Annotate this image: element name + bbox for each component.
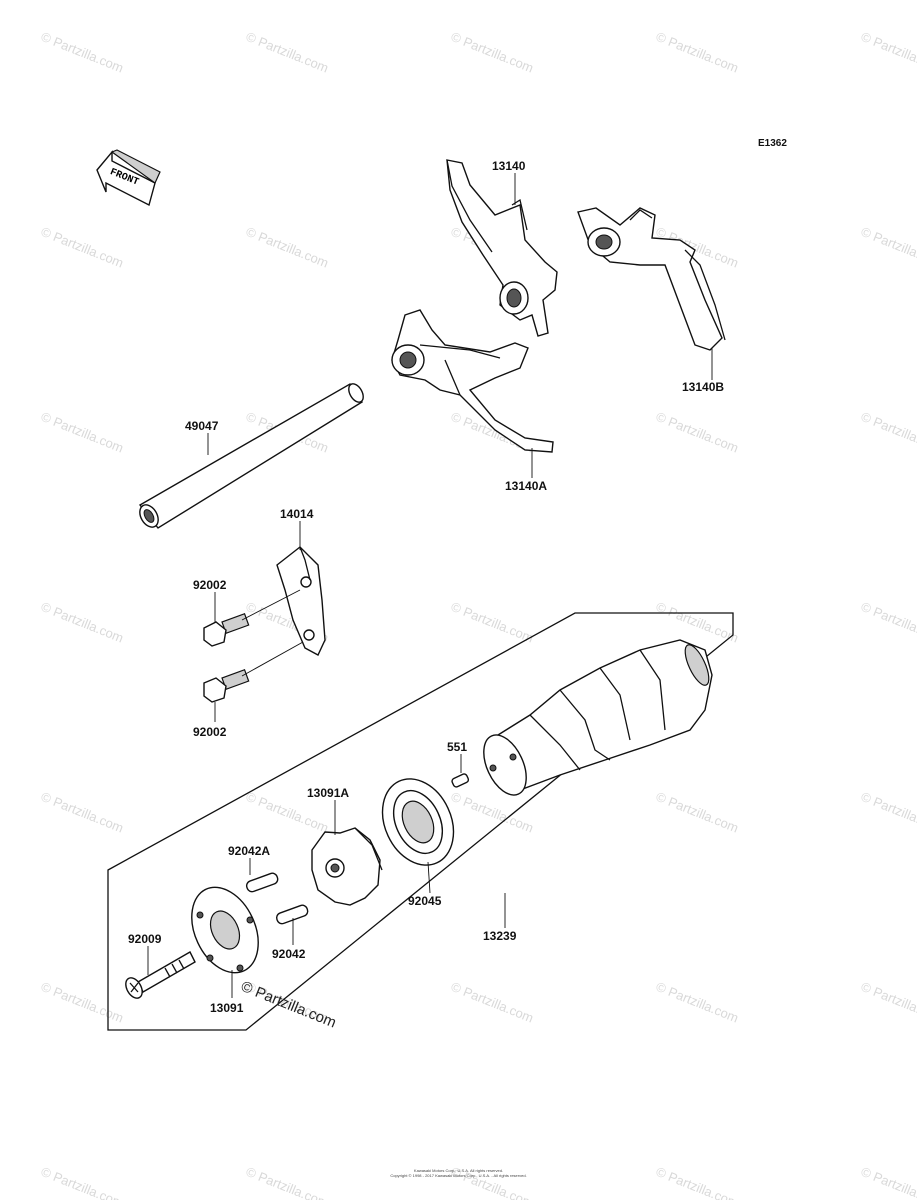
watermark-text: © Partzilla.com bbox=[244, 224, 331, 271]
watermark-text: © Partzilla.com bbox=[39, 224, 126, 271]
label-13091A[interactable]: 13091A bbox=[307, 786, 349, 800]
watermark-text: © Partzilla.com bbox=[859, 599, 917, 646]
label-13140B[interactable]: 13140B bbox=[682, 380, 724, 394]
shift-fork-13140[interactable] bbox=[446, 159, 558, 337]
plate-13091[interactable] bbox=[179, 877, 271, 984]
watermark-text: © Partzilla.com bbox=[654, 789, 741, 836]
pin-92042A[interactable] bbox=[245, 872, 279, 893]
label-92042A[interactable]: 92042A bbox=[228, 844, 270, 858]
fork-shaft-49047[interactable] bbox=[136, 381, 366, 530]
label-92045[interactable]: 92045 bbox=[408, 894, 442, 908]
bearing-92045[interactable] bbox=[369, 767, 467, 876]
watermark-text: © Partzilla.com bbox=[39, 409, 126, 456]
label-551[interactable]: 551 bbox=[447, 740, 467, 754]
bolt-92002-top[interactable] bbox=[203, 613, 250, 647]
watermark-text: © Partzilla.com bbox=[244, 29, 331, 76]
label-14014[interactable]: 14014 bbox=[280, 507, 314, 521]
shift-fork-13140A[interactable] bbox=[391, 309, 554, 453]
watermark-text: © Partzilla.com bbox=[449, 789, 536, 836]
watermark-text: © Partzilla.com bbox=[654, 29, 741, 76]
leader-lines bbox=[147, 173, 713, 998]
copyright-footer: Kawasaki Motors Corp., U.S.A. All rights… bbox=[0, 1168, 917, 1178]
bolt-92002-bottom[interactable] bbox=[203, 669, 250, 703]
watermark-text: © Partzilla.com bbox=[859, 409, 917, 456]
watermark-text: © Partzilla.com bbox=[859, 979, 917, 1026]
label-92002-bottom[interactable]: 92002 bbox=[193, 725, 227, 739]
label-13140A[interactable]: 13140A bbox=[505, 479, 547, 493]
front-direction-arrow: FRONT bbox=[96, 149, 161, 207]
label-49047[interactable]: 49047 bbox=[185, 419, 219, 433]
watermark-text: © Partzilla.com bbox=[859, 789, 917, 836]
diagram-ref-code: E1362 bbox=[758, 138, 787, 149]
shift-drum-plate-14014[interactable] bbox=[276, 546, 326, 656]
watermark-text: © Partzilla.com bbox=[39, 29, 126, 76]
shift-fork-13140B[interactable] bbox=[577, 207, 726, 351]
copyright-line-1: Kawasaki Motors Corp., U.S.A. All rights… bbox=[413, 1168, 504, 1173]
watermark-text: © Partzilla.com bbox=[654, 979, 741, 1026]
copyright-line-2: Copyright © 1998 - 2017 Kawasaki Motors … bbox=[390, 1173, 527, 1178]
watermark-text: © Partzilla.com bbox=[39, 789, 126, 836]
label-92002-top[interactable]: 92002 bbox=[193, 578, 227, 592]
watermark-text: © Partzilla.com bbox=[449, 599, 536, 646]
shift-drum[interactable] bbox=[475, 639, 713, 802]
watermark-text: © Partzilla.com bbox=[449, 979, 536, 1026]
watermark-text: © Partzilla.com bbox=[859, 224, 917, 271]
pin-92042[interactable] bbox=[275, 904, 309, 925]
screw-92009[interactable] bbox=[122, 951, 196, 1001]
label-92009[interactable]: 92009 bbox=[128, 932, 162, 946]
watermark-text: © Partzilla.com bbox=[449, 29, 536, 76]
label-13239[interactable]: 13239 bbox=[483, 929, 517, 943]
label-13140[interactable]: 13140 bbox=[492, 159, 526, 173]
pin-551[interactable] bbox=[451, 773, 470, 788]
watermark-text: © Partzilla.com bbox=[39, 979, 126, 1026]
watermark-text: © Partzilla.com bbox=[654, 409, 741, 456]
shift-drum-cam-13091A[interactable] bbox=[311, 827, 383, 906]
label-92042[interactable]: 92042 bbox=[272, 947, 306, 961]
part-labels: 13140 13140B 13140A 49047 14014 92002 92… bbox=[128, 159, 724, 1015]
label-13091[interactable]: 13091 bbox=[210, 1001, 244, 1015]
shift-drum-assembly-outline bbox=[107, 612, 734, 1031]
watermark-text: © Partzilla.com bbox=[859, 29, 917, 76]
watermark-text: © Partzilla.com bbox=[39, 599, 126, 646]
